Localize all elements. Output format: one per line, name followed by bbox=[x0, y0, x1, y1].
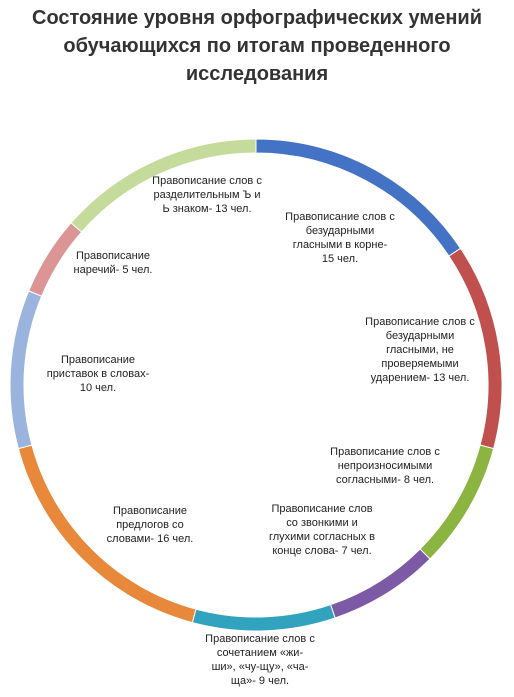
slice-label-line: словами- 16 чел. bbox=[106, 533, 194, 545]
slice-label: Правописание слов с безударными гласными, … bbox=[350, 315, 490, 385]
slice-label-line: Правописание слов с bbox=[285, 211, 395, 223]
slice-label-line: Правописание слов с bbox=[205, 633, 315, 645]
slice-label: Правописание наречий- 5 чел. bbox=[43, 249, 183, 277]
slice-label-line: ща»- 9 чел. bbox=[230, 675, 290, 687]
slice-label-line: ши», «чу-щу», «ча- bbox=[211, 661, 309, 673]
chart-title-line: исследования bbox=[185, 63, 329, 85]
slice-label-line: проверяемыми bbox=[381, 358, 459, 370]
slice-label-line: 15 чел. bbox=[321, 253, 359, 265]
slice-label-line: Правописание слов с bbox=[365, 316, 475, 328]
slice-label-line: Правописание bbox=[75, 250, 151, 262]
slice-label-line: 10 чел. bbox=[79, 382, 117, 394]
chart-title-line: обучающихся по итогам проведенного bbox=[63, 35, 451, 57]
ring-slice bbox=[70, 138, 257, 233]
slice-label: Правописание предлогов со словами- 16 чел. bbox=[80, 504, 220, 546]
slice-label-line: Правописание bbox=[60, 354, 136, 366]
slice-label-line: безударными bbox=[305, 225, 375, 237]
slice-label-line: Правописание слов с bbox=[152, 175, 262, 187]
slice-label-line: предлогов со bbox=[116, 519, 184, 531]
slice-label-line: Правописание слов с bbox=[330, 446, 440, 458]
slice-label-line: глухими согласных в bbox=[268, 531, 376, 543]
chart-title: Состояние уровня орфографических умений … bbox=[0, 4, 514, 88]
slice-label-line: наречий- 5 чел. bbox=[73, 264, 153, 276]
slice-label-line: Правописание bbox=[112, 505, 188, 517]
slice-label: Правописание приставок в словах- 10 чел. bbox=[28, 353, 168, 395]
slice-label: Правописание слов со звонкими и глухими со… bbox=[252, 502, 392, 558]
slice-label-line: согласными- 8 чел. bbox=[335, 474, 435, 486]
slice-label-line: гласными, не bbox=[386, 344, 454, 356]
slice-label-line: Правописание слов bbox=[271, 503, 373, 515]
slice-label-line: сочетанием «жи- bbox=[216, 647, 304, 659]
slice-label-line: ударением- 13 чел. bbox=[370, 372, 470, 384]
slice-label: Правописание слов с сочетанием «жи-ши», «… bbox=[190, 632, 330, 688]
ring-slice bbox=[329, 548, 431, 619]
slice-label-line: со звонкими и bbox=[286, 517, 358, 529]
slice-label: Правописание слов с разделительным Ъ и Ь з… bbox=[137, 174, 277, 216]
slice-label-line: непроизносимыми bbox=[337, 460, 433, 472]
slice-label: Правописание слов с безударными гласными в… bbox=[270, 210, 410, 266]
ring-slice bbox=[191, 604, 336, 632]
slice-label-line: конце слова- 7 чел. bbox=[272, 545, 372, 557]
slice-label-line: Ь знаком- 13 чел. bbox=[162, 203, 252, 215]
slice-label-line: безударными bbox=[385, 330, 455, 342]
slice-label-line: приставок в словах- bbox=[46, 368, 150, 380]
slice-label-line: разделительным Ъ и bbox=[153, 189, 261, 201]
slice-label: Правописание слов с непроизносимыми соглас… bbox=[315, 445, 455, 487]
slice-label-line: гласными в корне- bbox=[292, 239, 388, 251]
chart-title-line: Состояние уровня орфографических умений bbox=[32, 7, 482, 29]
